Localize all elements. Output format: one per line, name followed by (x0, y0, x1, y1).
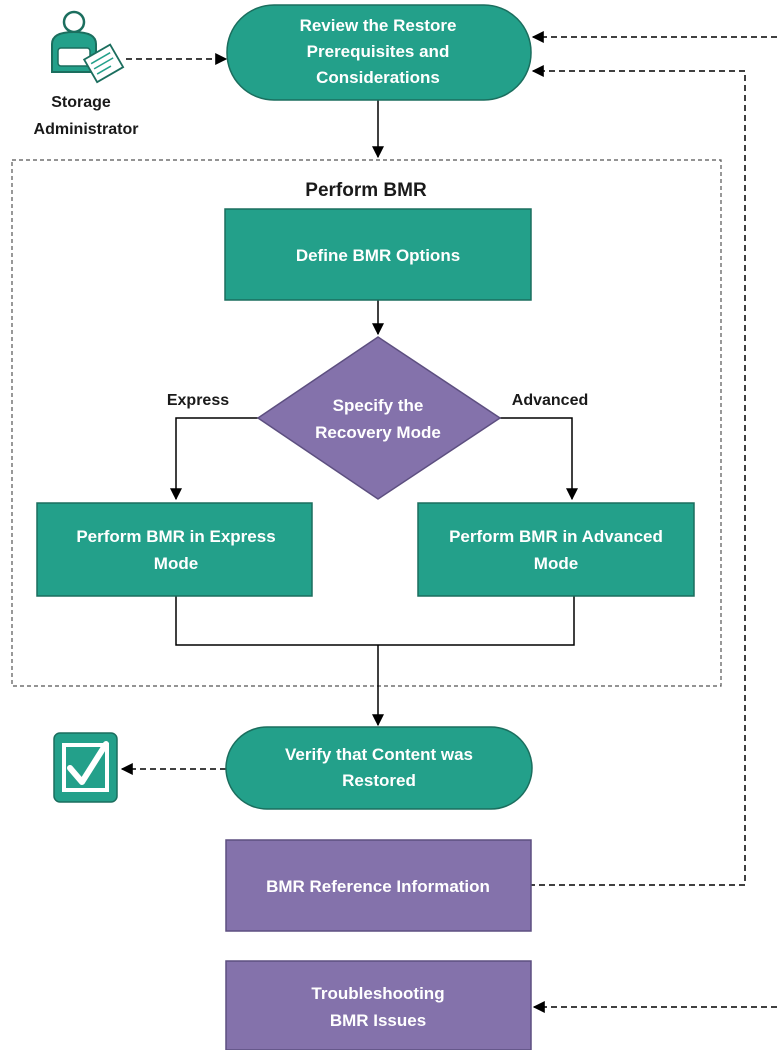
review-label-line2: Prerequisites and (307, 42, 450, 61)
verify-label-line1: Verify that Content was (285, 745, 473, 764)
define-bmr-options-node[interactable] (224, 208, 532, 301)
bmr-reference-information-node[interactable] (225, 839, 532, 932)
troubleshooting-label-line2: BMR Issues (330, 1011, 426, 1030)
connector-decision-to-advanced (500, 417, 578, 501)
advanced-label-line1: Perform BMR in Advanced (449, 527, 663, 546)
dashed-connectors (120, 31, 777, 1013)
express-label-line2: Mode (154, 554, 198, 573)
decision-label-line1: Specify the (333, 396, 424, 415)
connector-reference-loop (509, 65, 746, 886)
verify-label-line2: Restored (342, 771, 416, 790)
express-branch-label: Express (167, 392, 229, 409)
container-title: Perform BMR (305, 180, 427, 201)
verify-content-restored-node[interactable] (225, 726, 533, 810)
review-label-line3: Considerations (316, 68, 440, 87)
express-label-line1: Perform BMR in Express (76, 527, 275, 546)
review-prerequisites-node[interactable] (226, 4, 532, 101)
perform-bmr-advanced-node[interactable] (417, 502, 695, 597)
connector-express-merge (175, 596, 575, 646)
perform-bmr-express-node[interactable] (36, 502, 313, 597)
connectors (170, 100, 578, 727)
storage-administrator-icon (51, 10, 125, 84)
connector-decision-to-express (170, 417, 258, 501)
advanced-label-line2: Mode (534, 554, 578, 573)
advanced-branch-label: Advanced (512, 392, 588, 409)
actor-label-line2: Administrator (34, 121, 139, 138)
decision-label-line2: Recovery Mode (315, 423, 441, 442)
troubleshooting-bmr-issues-node[interactable] (225, 960, 532, 1050)
specify-recovery-mode-decision[interactable] (256, 336, 502, 500)
actor-label-line1: Storage (51, 94, 111, 111)
checkmark-icon (53, 732, 118, 803)
troubleshooting-label-line1: Troubleshooting (311, 984, 444, 1003)
define-label: Define BMR Options (296, 246, 460, 265)
review-label-line1: Review the Restore (300, 16, 457, 35)
perform-bmr-container (11, 159, 722, 687)
reference-label: BMR Reference Information (266, 877, 490, 896)
